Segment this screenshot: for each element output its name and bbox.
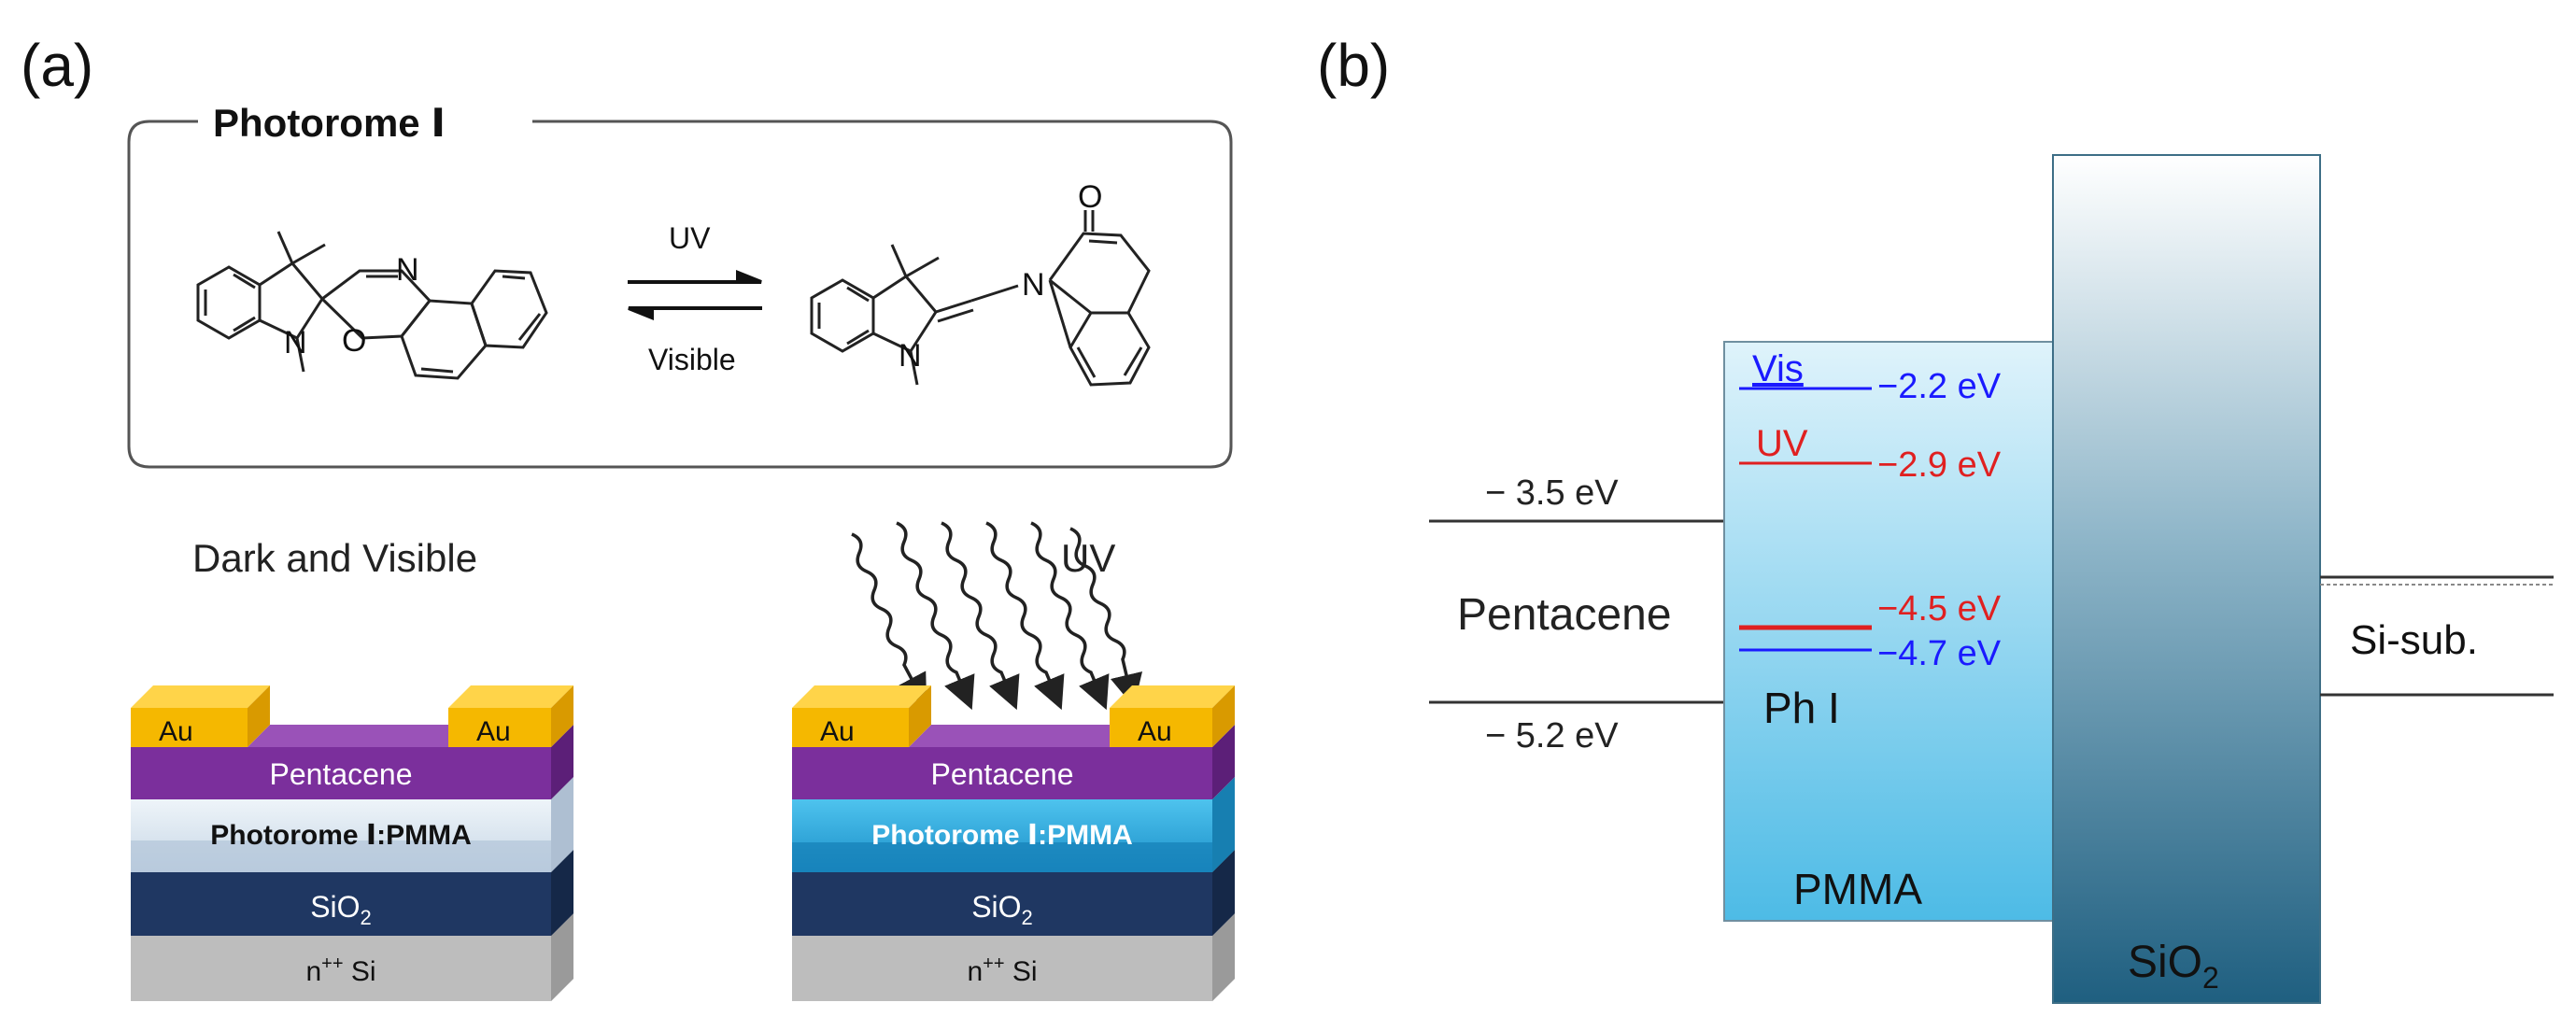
open-form-o-keto: O <box>1078 179 1102 215</box>
left-si-label: n++ Si <box>305 953 375 987</box>
closed-form-n-ring: N <box>396 252 419 288</box>
right-si-label: n++ Si <box>967 953 1037 987</box>
left-device-stack <box>131 685 573 1001</box>
left-device-caption: Dark and Visible <box>192 536 477 580</box>
si-substrate-levels <box>2320 575 2554 697</box>
panel-a-label: (a) <box>21 32 93 99</box>
uv-arrow-6 <box>1069 527 1143 708</box>
uv-homo-label: −4.5 eV <box>1877 589 2002 628</box>
equilibrium-arrows <box>628 270 762 320</box>
right-au-right-label: Au <box>1138 716 1172 747</box>
closed-form-molecule <box>196 231 548 380</box>
uv-arrow-4 <box>985 521 1065 711</box>
pentacene-levels <box>1429 519 1724 704</box>
uv-arrow-3 <box>941 521 1020 711</box>
right-device-caption: UV <box>1061 536 1115 580</box>
open-form-n-methyl: N <box>899 338 922 374</box>
uv-light-arrows <box>851 521 1143 711</box>
open-form-n-imine: N <box>1022 267 1045 303</box>
uv-arrow-2 <box>896 521 975 711</box>
pentacene-label: Pentacene <box>1457 590 1672 640</box>
right-dielectric-label: Photorome Ⅰ:PMMA <box>871 820 1132 851</box>
photorome-title: Photorome Ⅰ <box>213 101 446 145</box>
uv-arrow-5 <box>1030 521 1110 711</box>
right-au-left-label: Au <box>820 716 855 747</box>
right-device-stack <box>792 685 1235 1001</box>
closed-form-n-methyl: N <box>284 325 307 360</box>
arrow-label-visible: Visible <box>648 343 736 376</box>
open-form-molecule <box>810 210 1151 387</box>
pentacene-homo-label: − 5.2 eV <box>1485 716 1619 756</box>
left-sio2-label: SiO2 <box>310 890 372 929</box>
right-sio2-label: SiO2 <box>971 890 1033 929</box>
pmma-label: PMMA <box>1793 865 1922 913</box>
sio2-label: SiO2 <box>2128 938 2219 995</box>
pentacene-lumo-label: − 3.5 eV <box>1485 473 1619 513</box>
pmma-block <box>1723 341 2054 922</box>
closed-form-o-ring: O <box>342 323 366 359</box>
left-au-left-label: Au <box>159 716 193 747</box>
uv-arrow-1 <box>851 532 927 708</box>
si-sub-label: Si-sub. <box>2350 617 2478 663</box>
left-pentacene-label: Pentacene <box>269 757 412 791</box>
left-au-right-label: Au <box>476 716 511 747</box>
photorome-box: Photorome Ⅰ <box>127 101 1233 469</box>
vis-tag: Vis <box>1752 348 1804 389</box>
ph-label: Ph I <box>1763 684 1840 732</box>
vis-lumo-label: −2.2 eV <box>1877 367 2002 406</box>
panel-b-label: (b) <box>1317 32 1390 99</box>
left-dielectric-label: Photorome Ⅰ:PMMA <box>210 820 471 851</box>
vis-homo-label: −4.7 eV <box>1877 634 2002 673</box>
sio2-block <box>2052 154 2321 1004</box>
right-pentacene-label: Pentacene <box>930 757 1073 791</box>
arrow-label-uv: UV <box>669 221 711 255</box>
uv-lumo-label: −2.9 eV <box>1877 445 2002 485</box>
uv-tag: UV <box>1756 423 1808 464</box>
